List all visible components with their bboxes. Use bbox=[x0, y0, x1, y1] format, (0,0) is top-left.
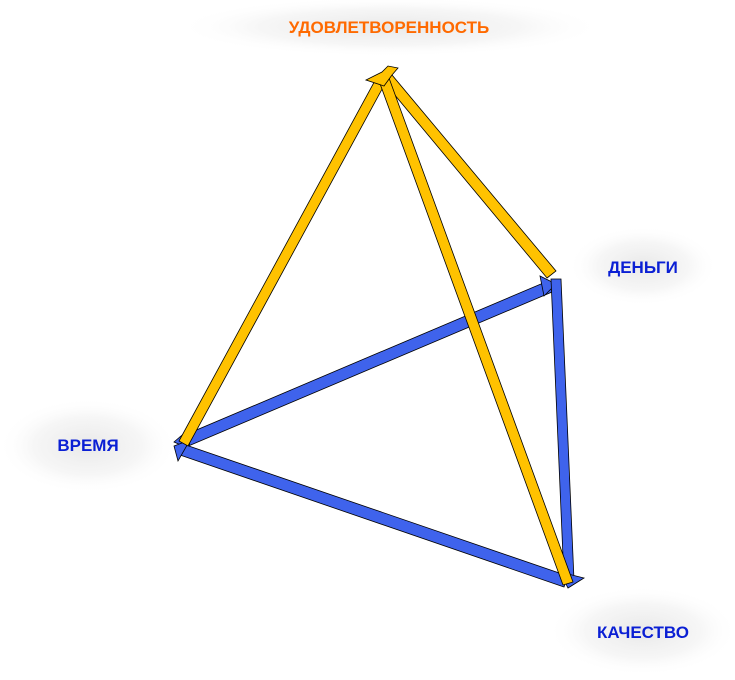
label-kachestvo: КАЧЕСТВО bbox=[597, 623, 689, 642]
halo-bottom bbox=[548, 586, 735, 676]
halo-right bbox=[568, 226, 718, 306]
edge-vremya-dengi bbox=[179, 280, 553, 448]
label-udovletvorennost: УДОВЛЕТВОРЕННОСТЬ bbox=[289, 18, 490, 37]
apex-arrowhead bbox=[364, 65, 399, 87]
label-vremya: ВРЕМЯ bbox=[57, 436, 118, 455]
edge-vremya-kachestvo bbox=[179, 443, 569, 588]
edge-dengi-udovletvorennost bbox=[383, 74, 557, 279]
edge-kachestvo-udovletvorennost bbox=[378, 77, 574, 586]
halo-top bbox=[175, 0, 605, 57]
label-dengi: ДЕНЬГИ bbox=[608, 258, 678, 277]
arrowhead-dengi bbox=[539, 275, 557, 297]
edge-vremya-udovletvorennost bbox=[178, 74, 388, 447]
satisfaction-edges bbox=[178, 65, 574, 586]
base-edges bbox=[173, 275, 586, 589]
halo-left bbox=[0, 398, 178, 494]
